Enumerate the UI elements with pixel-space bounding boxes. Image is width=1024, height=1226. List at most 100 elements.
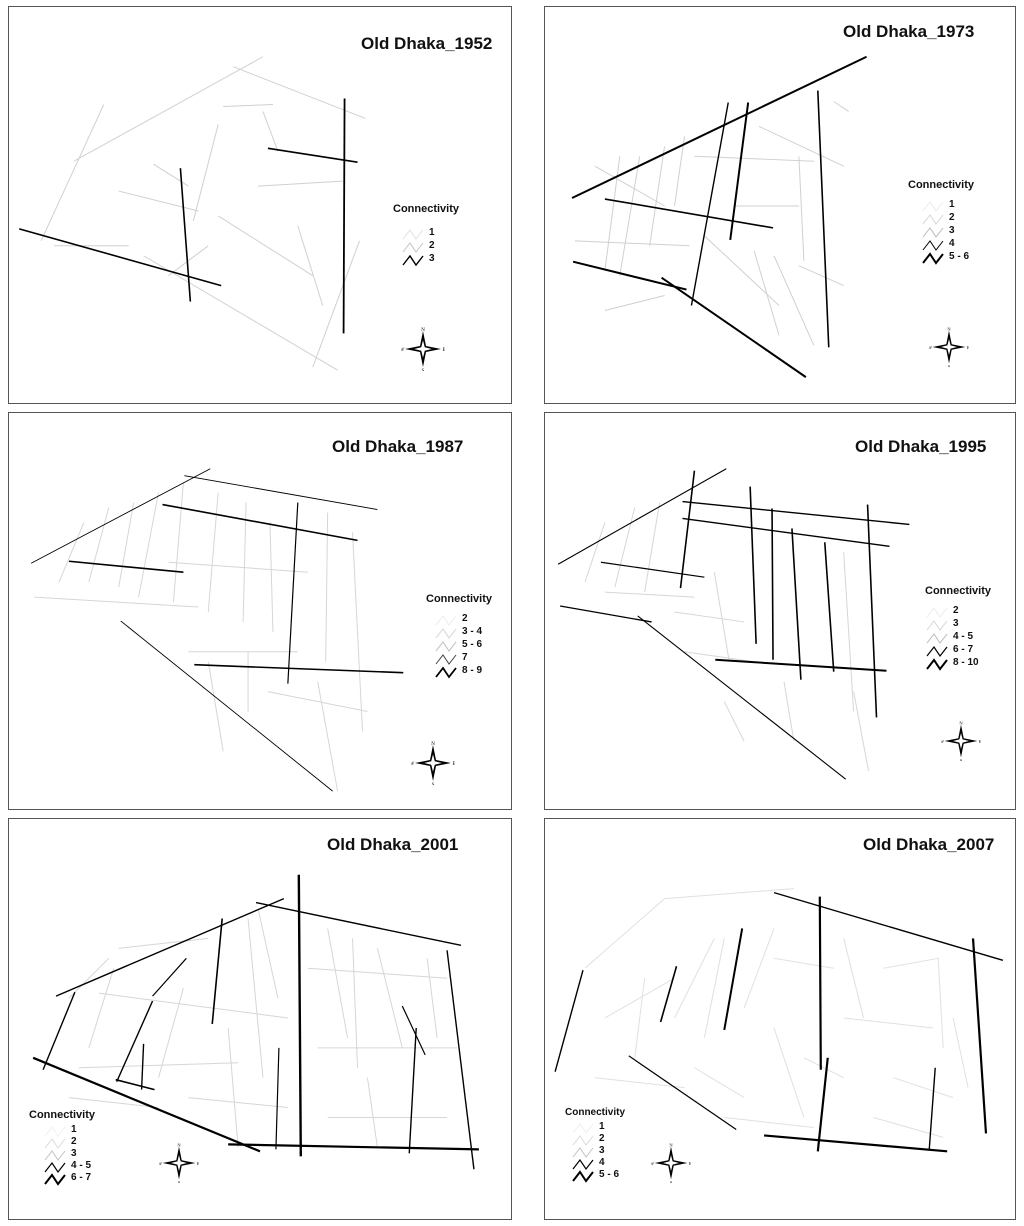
compass-w: W [159, 1161, 163, 1166]
legend-title: Connectivity [565, 1107, 626, 1118]
compass-n: N [431, 742, 435, 747]
legend-label: 3 [599, 1145, 605, 1156]
compass-rose-icon: N S E W [941, 721, 981, 761]
legend-item: 1 [43, 1124, 109, 1137]
legend-item: 2 [925, 605, 991, 618]
compass-e: E [442, 348, 445, 353]
legend-label: 2 [462, 613, 468, 624]
line-symbol-icon [572, 1135, 594, 1146]
legend-label: 1 [71, 1124, 77, 1135]
north-arrow: N S E W [651, 1143, 691, 1183]
legend-item: 3 [571, 1145, 631, 1158]
compass-e: E [689, 1161, 691, 1166]
legend-label: 4 - 5 [71, 1160, 92, 1171]
compass-n: N [959, 721, 963, 726]
line-symbol-icon [926, 658, 948, 671]
compass-s: S [960, 758, 963, 761]
map-panel-2007: Old Dhaka_2007 Connectivity 1 2 3 4 5 - … [544, 818, 1016, 1220]
legend-label: 3 - 4 [462, 626, 483, 637]
north-arrow: N S E W [941, 721, 981, 761]
compass-s: S [432, 783, 435, 785]
legend-item: 3 [43, 1148, 109, 1161]
line-symbol-icon [926, 620, 948, 631]
legend-title: Connectivity [393, 203, 460, 215]
legend-label: 4 [599, 1157, 605, 1168]
connectivity-legend: Connectivity 1 2 3 4 5 - 6 [908, 179, 975, 265]
compass-w: W [929, 345, 933, 350]
legend-label: 2 [599, 1133, 605, 1144]
legend-title: Connectivity [925, 585, 992, 597]
legend-label: 5 - 6 [599, 1169, 620, 1180]
legend-item: 2 [401, 240, 467, 253]
line-symbol-icon [435, 654, 457, 665]
legend-item: 3 - 4 [434, 626, 500, 639]
line-symbol-icon [44, 1150, 66, 1161]
line-symbol-icon [435, 615, 457, 626]
compass-e: E [979, 739, 981, 744]
compass-e: E [967, 345, 969, 350]
legend-item: 5 - 6 [571, 1169, 631, 1183]
legend-item: 1 [571, 1121, 631, 1134]
line-symbol-icon [572, 1147, 594, 1158]
connectivity-legend: Connectivity 2 3 4 - 5 6 - 7 8 - 10 [925, 585, 992, 671]
compass-s: S [948, 364, 951, 367]
legend-item: 4 [571, 1157, 631, 1171]
legend-item: 2 [921, 212, 987, 225]
legend-item: 6 - 7 [43, 1172, 109, 1186]
legend-label: 8 - 9 [462, 665, 483, 676]
line-symbol-icon [922, 252, 944, 265]
compass-w: W [941, 739, 945, 744]
line-symbol-icon [922, 227, 944, 238]
line-symbol-icon [922, 214, 944, 225]
line-symbol-icon [572, 1170, 594, 1183]
connectivity-legend: Connectivity 2 3 - 4 5 - 6 7 8 - 9 [426, 593, 493, 679]
map-title: Old Dhaka_1973 [843, 22, 975, 41]
compass-w: W [411, 762, 415, 767]
legend-label: 5 - 6 [462, 639, 483, 650]
road-network-2001 [32, 874, 479, 1170]
line-symbol-icon [402, 242, 424, 253]
compass-rose-icon: N S E W [651, 1143, 691, 1183]
legend-title: Connectivity [29, 1109, 96, 1121]
legend-label: 6 - 7 [953, 644, 974, 655]
north-arrow: N S E W [159, 1143, 199, 1183]
legend-item: 6 - 7 [925, 644, 991, 658]
line-symbol-icon [572, 1158, 594, 1171]
legend-item: 4 - 5 [43, 1160, 109, 1174]
line-symbol-icon [402, 229, 424, 240]
legend-item: 3 [925, 618, 991, 631]
line-symbol-icon [44, 1138, 66, 1149]
legend-label: 1 [429, 227, 435, 238]
legend-title: Connectivity [908, 179, 975, 191]
compass-rose-icon: N S E W [929, 327, 969, 367]
map-panel-1987: Old Dhaka_1987 Connectivity 2 3 - 4 5 - … [8, 412, 512, 810]
compass-w: W [401, 348, 405, 353]
legend-title: Connectivity [426, 593, 493, 605]
line-symbol-icon [402, 254, 424, 267]
legend-label: 3 [71, 1148, 77, 1159]
legend-item: 2 [43, 1136, 109, 1149]
compass-s: S [670, 1180, 673, 1183]
legend-item: 4 [921, 238, 987, 251]
legend-item: 3 [921, 225, 987, 238]
legend-item: 1 [921, 199, 987, 212]
line-symbol-icon [926, 607, 948, 618]
map-panel-1973: Old Dhaka_1973 Connectivity 1 2 3 4 5 - … [544, 6, 1016, 404]
map-title: Old Dhaka_2001 [327, 835, 459, 854]
legend-item: 8 - 9 [434, 665, 500, 679]
legend-label: 1 [949, 199, 955, 210]
line-symbol-icon [435, 628, 457, 639]
legend-item: 2 [434, 613, 500, 626]
road-network-1987 [30, 468, 404, 792]
legend-item: 5 - 6 [921, 251, 987, 265]
line-symbol-icon [572, 1123, 594, 1134]
legend-label: 2 [953, 605, 959, 616]
line-symbol-icon [44, 1126, 66, 1137]
road-network-2007 [554, 888, 1004, 1153]
legend-label: 3 [949, 225, 955, 236]
legend-label: 8 - 10 [953, 657, 979, 668]
legend-label: 4 - 5 [953, 631, 974, 642]
compass-n: N [421, 328, 425, 333]
compass-s: S [178, 1180, 181, 1183]
map-title: Old Dhaka_1952 [361, 34, 493, 53]
